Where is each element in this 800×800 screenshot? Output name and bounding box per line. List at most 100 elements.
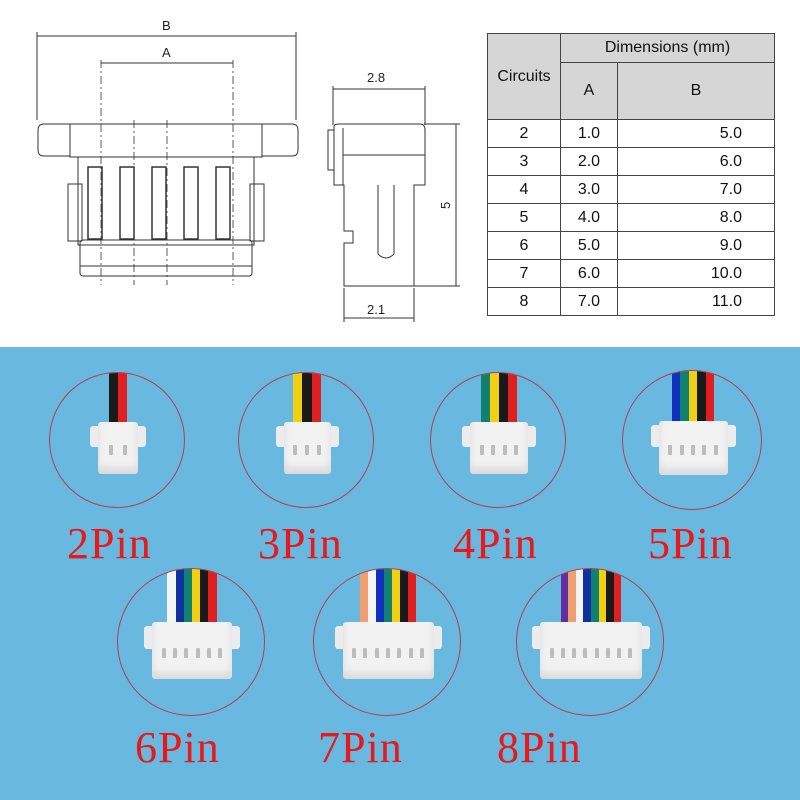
dim-label-b: B (162, 18, 171, 33)
header-b: B (616, 62, 776, 120)
cell-a: 7.0 (560, 287, 618, 316)
wire (368, 569, 377, 626)
pin (605, 647, 610, 658)
dim-label-width-bottom: 2.1 (367, 302, 385, 317)
wire (598, 569, 607, 626)
connector-housing (658, 421, 728, 475)
technical-drawing-panel: B A 2.8 2.1 5 Circuits Dimensions (mm) (0, 0, 800, 347)
pin (702, 445, 707, 456)
wire (568, 569, 576, 626)
wire (560, 569, 569, 626)
wire-bundle (560, 569, 622, 626)
connector-housing (470, 421, 528, 474)
cell-a: 5.0 (560, 231, 618, 260)
pin (690, 445, 695, 456)
wire-bundle (108, 373, 128, 425)
wire (575, 569, 584, 626)
contact-pins (290, 445, 325, 456)
wire (399, 569, 408, 626)
pin (172, 647, 177, 658)
wire (671, 371, 681, 425)
cell-a: 6.0 (560, 259, 618, 288)
header-dimensions: Dimensions (mm) (560, 33, 775, 63)
pin (109, 445, 113, 456)
cell-b: 6.0 (616, 147, 776, 176)
pin (385, 647, 390, 658)
wire (606, 569, 614, 626)
wire (391, 569, 400, 626)
pin (304, 445, 309, 456)
wire (376, 569, 385, 626)
wire (167, 569, 176, 626)
contact-pins (665, 445, 722, 456)
wire (108, 373, 118, 425)
connector-technical-drawing: B A 2.8 2.1 5 (36, 18, 460, 322)
header-circuits: Circuits (487, 33, 561, 120)
connector-circle-8pin (516, 568, 664, 716)
wire (507, 373, 517, 425)
wire (583, 569, 591, 626)
pin (583, 647, 588, 658)
wire (384, 569, 392, 626)
cell-circuits: 5 (487, 203, 561, 232)
contact-pins (349, 647, 428, 658)
cell-circuits: 3 (487, 147, 561, 176)
cell-a: 1.0 (560, 119, 618, 148)
pin (206, 647, 211, 658)
pin (479, 445, 484, 456)
cell-b: 9.0 (616, 231, 776, 260)
connector-circle-2pin (49, 372, 185, 508)
connector-housing (342, 622, 434, 679)
pin (218, 647, 223, 658)
dim-label-height: 5 (438, 202, 453, 209)
wire-bundle (293, 373, 321, 425)
wire (360, 569, 369, 626)
pin (617, 647, 622, 658)
pin (195, 647, 200, 658)
wire (705, 371, 715, 425)
contact-pins (476, 445, 522, 456)
pin (374, 647, 379, 658)
pin (293, 445, 298, 456)
wire (191, 569, 201, 626)
wire-bundle (360, 569, 416, 626)
connector-circle-5pin (622, 370, 762, 510)
cell-b: 5.0 (616, 119, 776, 148)
pin (572, 647, 577, 658)
connector-housing (98, 421, 138, 474)
header-a: A (560, 62, 618, 120)
pin (560, 647, 565, 658)
wire (117, 373, 128, 425)
pin (161, 647, 166, 658)
contact-pins (546, 647, 636, 658)
dim-label-width-top: 2.8 (367, 70, 385, 85)
wire (613, 569, 622, 626)
connector-circle-6pin (117, 568, 265, 716)
connector-circle-7pin (313, 568, 461, 716)
wire (407, 569, 416, 626)
cell-circuits: 8 (487, 287, 561, 316)
pin (316, 445, 321, 456)
front-view (36, 32, 299, 285)
wire (490, 373, 499, 425)
label-8pin: 8Pin (497, 723, 582, 772)
wire (183, 569, 192, 626)
pin (491, 445, 496, 456)
cell-a: 3.0 (560, 175, 618, 204)
cell-a: 2.0 (560, 147, 618, 176)
wire (293, 373, 303, 425)
pin (502, 445, 507, 456)
pin (679, 445, 684, 456)
cell-b: 10.0 (616, 259, 776, 288)
pin (419, 647, 424, 658)
wire (688, 371, 698, 425)
cell-b: 11.0 (616, 287, 776, 316)
pin (408, 647, 413, 658)
label-3pin: 3Pin (258, 519, 343, 568)
